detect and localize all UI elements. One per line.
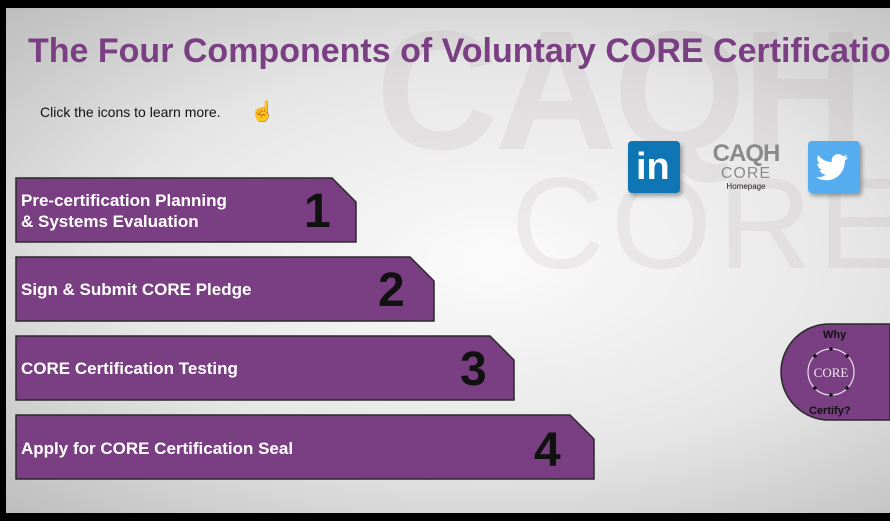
step-2-label: Sign & Submit CORE Pledge [21,280,252,299]
step-4-label: Apply for CORE Certification Seal [21,439,294,458]
step-3-shape [15,335,515,401]
slide: CAQH CORE The Four Components of Volunta… [6,8,890,513]
step-1-shape [15,177,357,243]
step-4-seal[interactable]: Apply for CORE Certification Seal 4 [14,413,596,481]
caqh-logo-text: CAQH [712,140,781,167]
certify-label: Certify? [809,405,851,417]
watermark-caqh: CAQH [376,8,865,186]
core-badge-text: CORE [814,365,849,380]
caqh-core-homepage-link[interactable]: CAQH CORE Homepage [702,142,790,192]
twitter-icon[interactable] [808,141,860,193]
step-3-label: CORE Certification Testing [21,359,238,378]
why-label: Why [823,329,847,341]
why-certify-shape: CORE [780,323,890,421]
homepage-label: Homepage [726,182,766,191]
step-1-number: 1 [304,185,331,238]
step-4-shape [15,414,595,480]
step-3-number: 3 [460,343,487,396]
core-logo-text: CORE [720,165,772,182]
linkedin-icon[interactable]: in [628,141,680,193]
why-certify-button[interactable]: CORE Why Certify? [779,322,890,422]
step-1-label: Pre-certification Planning & Systems Eva… [21,191,227,231]
step-3-testing[interactable]: CORE Certification Testing 3 [14,334,516,402]
slide-title: The Four Components of Voluntary CORE Ce… [28,32,890,70]
step-2-number: 2 [378,264,405,317]
step-2-pledge[interactable]: Sign & Submit CORE Pledge 2 [14,255,436,323]
pointer-hand-icon: ☝ [250,101,275,123]
instruction-text: Click the icons to learn more. [40,104,221,120]
step-1-pre-certification[interactable]: Pre-certification Planning & Systems Eva… [14,176,358,244]
step-2-shape [15,256,435,322]
step-4-number: 4 [534,424,561,477]
